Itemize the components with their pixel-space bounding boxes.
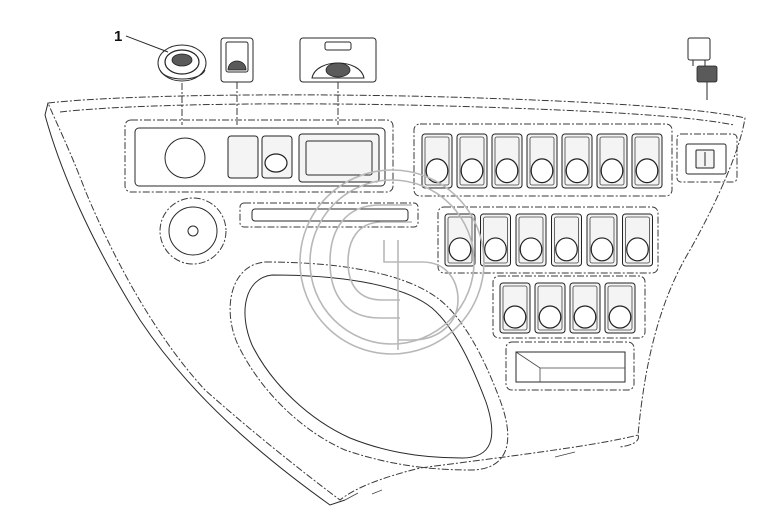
display-cover-part	[299, 37, 377, 125]
middle-switch-5	[586, 213, 618, 267]
connector-part	[687, 37, 718, 100]
storage-opening	[229, 261, 509, 471]
lower-switch-3	[569, 282, 601, 334]
rotary-knob	[159, 197, 227, 265]
top-switch-row	[413, 123, 673, 197]
top-switch-6	[596, 133, 628, 189]
upper-left-module	[124, 119, 394, 193]
round-switch-plug	[157, 44, 207, 125]
middle-switch-2	[480, 213, 511, 267]
lower-tray	[505, 341, 635, 391]
lower-switch-1	[499, 282, 531, 334]
top-switch-4	[526, 133, 558, 189]
lower-switch-4	[604, 282, 636, 334]
slot-bar	[239, 202, 419, 228]
top-switch-2	[456, 133, 488, 189]
top-switch-1	[421, 133, 453, 189]
lower-switch-2	[534, 282, 566, 334]
lower-switch-row	[492, 275, 646, 339]
middle-switch-row	[437, 206, 659, 274]
callout-1: 1	[114, 28, 169, 53]
top-switch-7	[631, 133, 663, 189]
middle-switch-4	[551, 213, 582, 267]
watermark-logo	[299, 169, 485, 355]
top-switch-5	[561, 133, 593, 189]
middle-switch-1	[444, 213, 476, 267]
top-switch-3	[491, 133, 523, 189]
middle-switch-6	[622, 213, 653, 267]
right-switch-socket	[676, 133, 738, 183]
rocker-switch-part	[220, 37, 254, 125]
panel-outline	[44, 94, 746, 506]
slot-bar-inner	[251, 208, 409, 222]
middle-switch-3	[515, 213, 547, 267]
callout-label: 1	[114, 28, 122, 45]
